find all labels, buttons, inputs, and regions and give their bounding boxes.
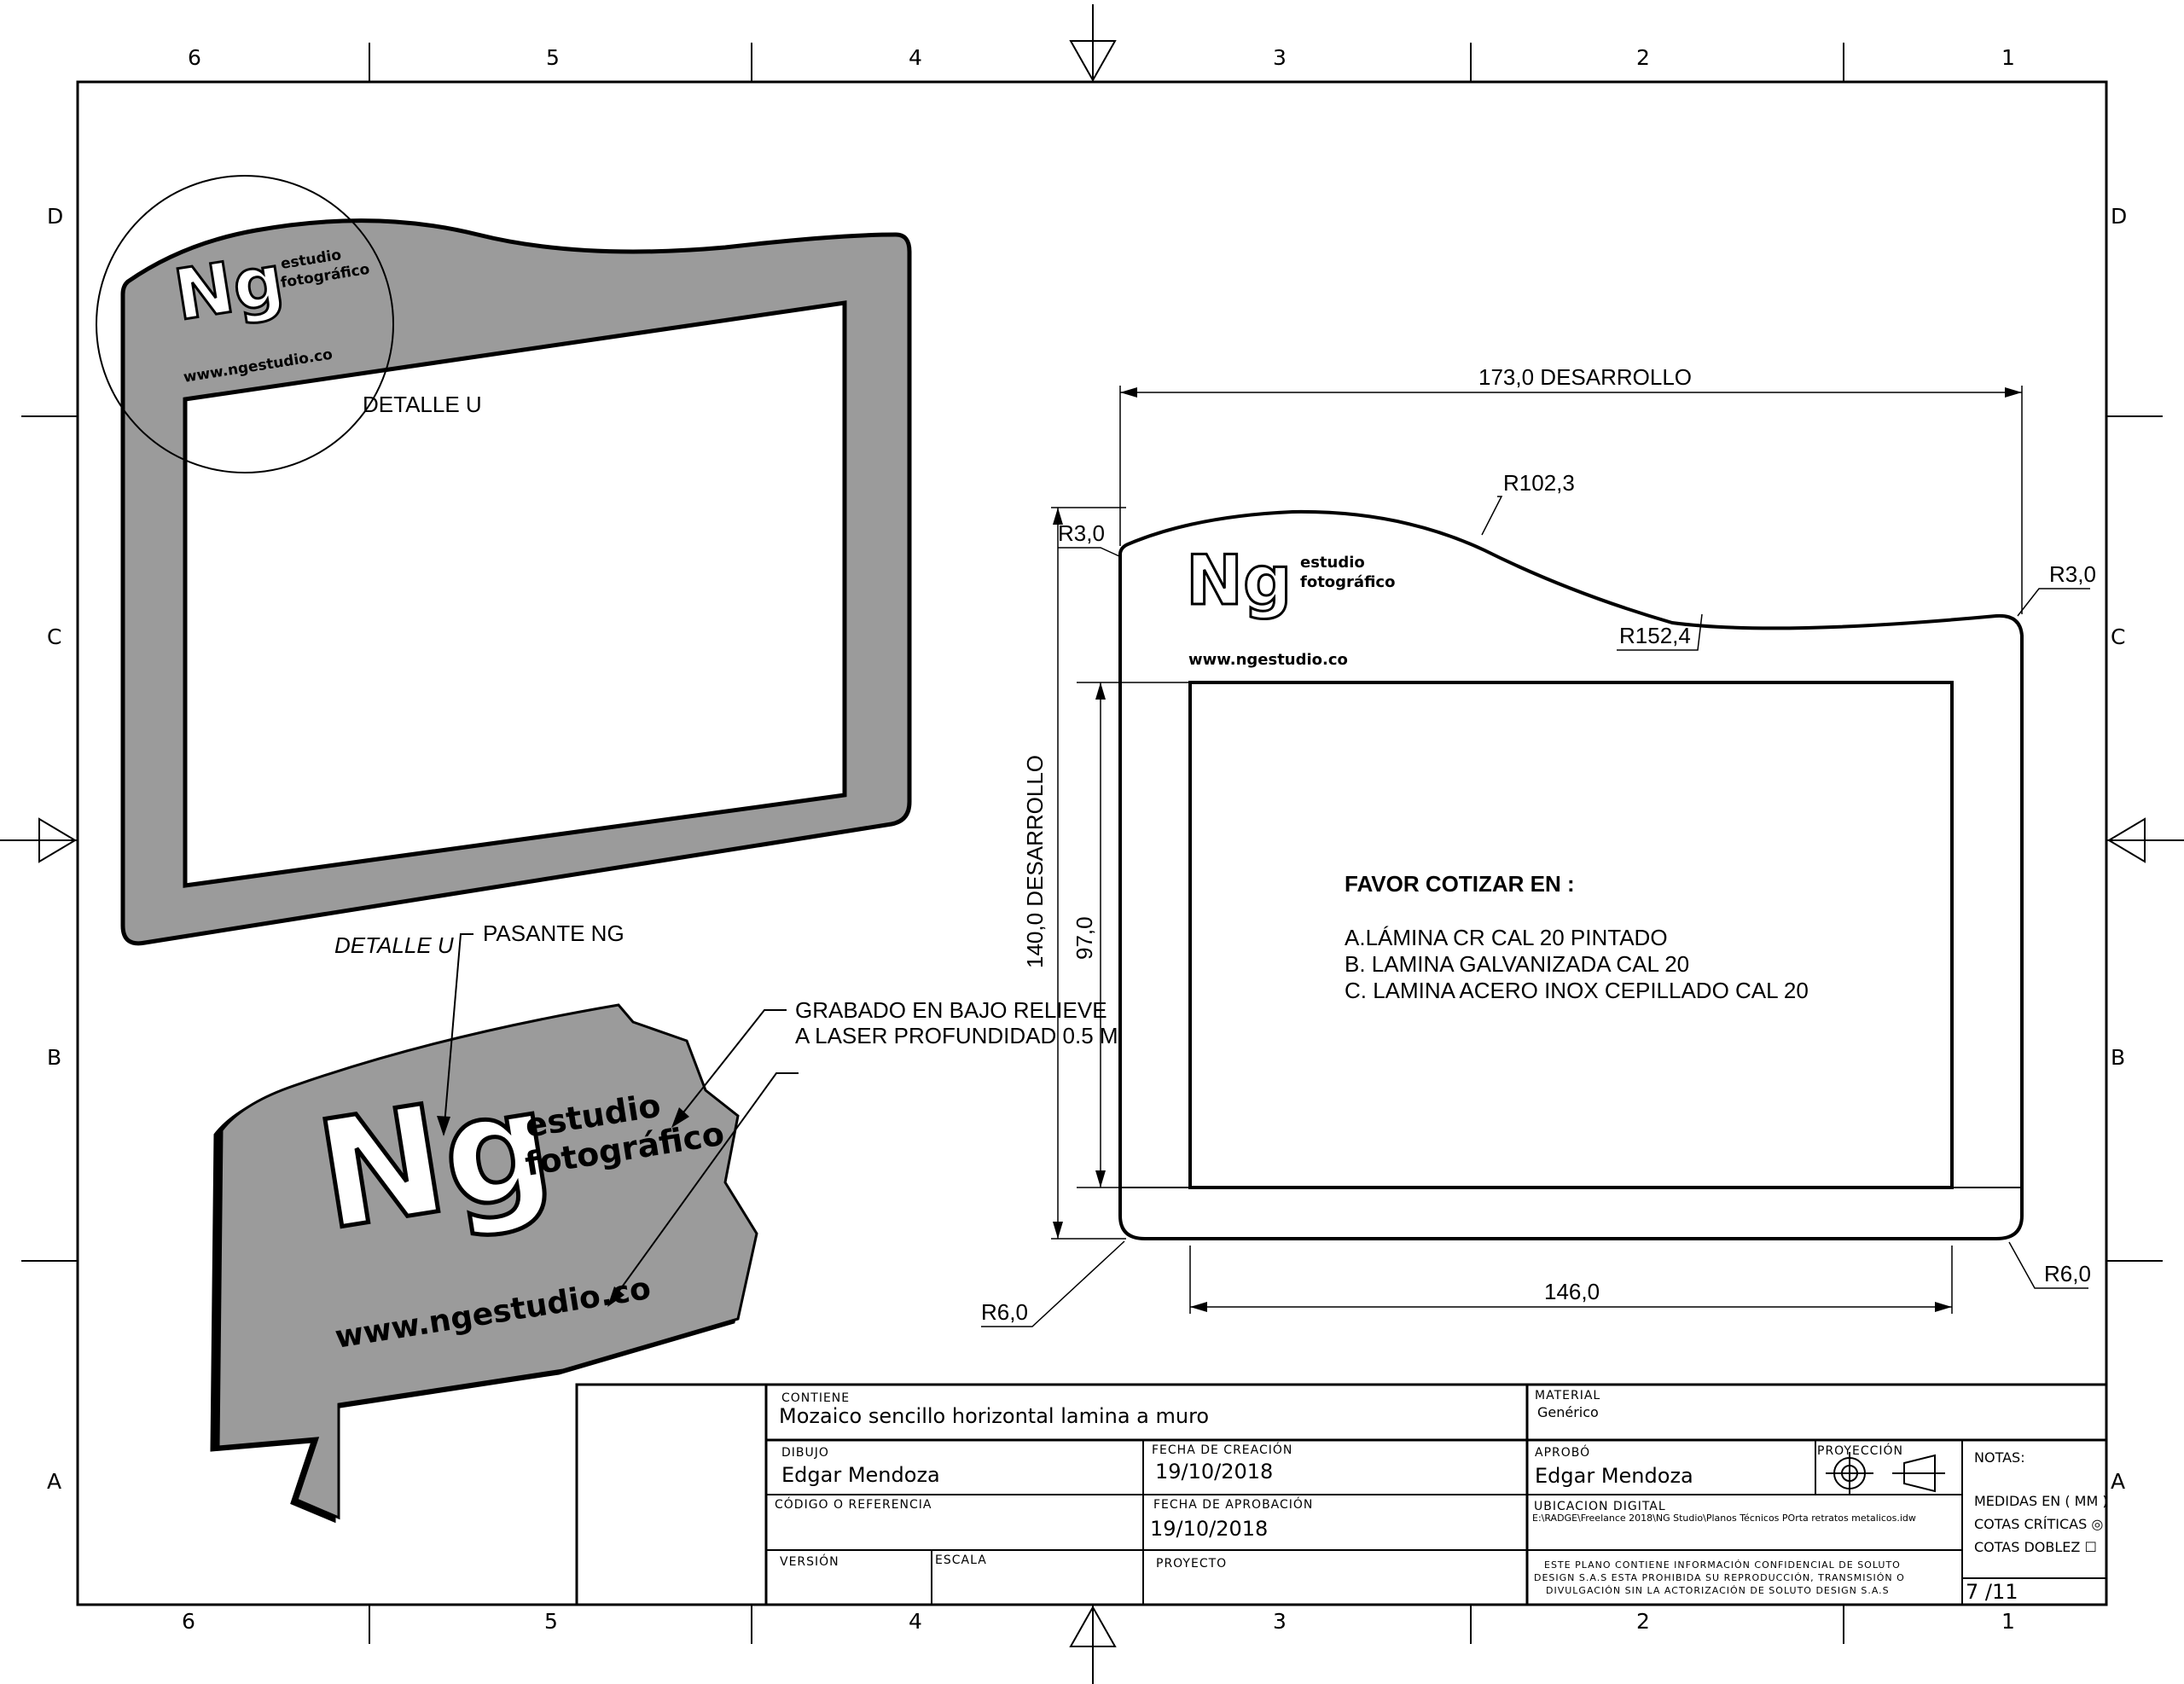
zone-row-d-left: D bbox=[47, 204, 63, 229]
front-logo-line2: fotográfico bbox=[1300, 573, 1395, 591]
notes-heading: FAVOR COTIZAR EN : bbox=[1345, 871, 1575, 897]
centering-arrows bbox=[38, 40, 2146, 1647]
radius-bl: R6,0 bbox=[981, 1299, 1028, 1325]
dim-width: 173,0 DESARROLLO bbox=[1478, 364, 1692, 390]
callout-grabado-arrow-1 bbox=[671, 1107, 689, 1128]
front-dimension-arrows bbox=[1053, 387, 2022, 1312]
callout-grabado-text-2: A LASER PROFUNDIDAD 0.5 MM bbox=[795, 1023, 1136, 1048]
tb-material-value: Genérico bbox=[1537, 1404, 1599, 1420]
tb-disclaimer-1: ESTE PLANO CONTIENE INFORMACIÓN CONFIDEN… bbox=[1544, 1559, 1901, 1571]
zone-ticks bbox=[0, 4, 2184, 1684]
zone-col-1-bottom: 1 bbox=[2001, 1609, 2015, 1634]
radius-r152: R152,4 bbox=[1619, 623, 1691, 648]
zone-col-6-top: 6 bbox=[188, 45, 201, 70]
callout-grabado-text-1: GRABADO EN BAJO RELIEVE bbox=[795, 997, 1107, 1023]
tb-aprobo-value: Edgar Mendoza bbox=[1535, 1464, 1693, 1488]
front-logo: Ng estudio fotográfico www.ngestudio.co bbox=[1185, 540, 1396, 670]
zone-row-a-left: A bbox=[47, 1469, 61, 1494]
dim-height: 140,0 DESARROLLO bbox=[1022, 755, 1048, 968]
front-view: Ng estudio fotográfico www.ngestudio.co bbox=[981, 364, 2096, 1327]
tb-dibujo-value: Edgar Mendoza bbox=[781, 1463, 940, 1487]
zone-col-1-top: 1 bbox=[2001, 45, 2015, 70]
zone-row-c-left: C bbox=[47, 624, 61, 649]
zone-col-4-bottom: 4 bbox=[909, 1609, 922, 1634]
tb-ubicacion-value: E:\RADGE\Freelance 2018\NG Studio\Planos… bbox=[1532, 1513, 1916, 1524]
tb-cotas-doblez: COTAS DOBLEZ ☐ bbox=[1974, 1539, 2097, 1555]
zone-row-b-right: B bbox=[2111, 1045, 2125, 1070]
detail-title: DETALLE U bbox=[334, 932, 454, 958]
callout-pasante-text: PASANTE NG bbox=[483, 920, 624, 946]
projection-symbol-icon bbox=[1826, 1452, 1945, 1495]
notes-line-b: B. LAMINA GALVANIZADA CAL 20 bbox=[1345, 951, 1689, 977]
tb-fecha-aprobacion-label: FECHA DE APROBACIÓN bbox=[1153, 1496, 1313, 1512]
callout-grabado-leader-2 bbox=[609, 1072, 799, 1304]
zone-col-4-top: 4 bbox=[909, 45, 922, 70]
tb-ubicacion-label: UBICACION DIGITAL bbox=[1534, 1500, 1666, 1513]
zone-row-b-left: B bbox=[47, 1045, 61, 1070]
tb-escala-label: ESCALA bbox=[935, 1553, 987, 1567]
tb-proyeccion-label: PROYECCIÓN bbox=[1817, 1443, 1903, 1458]
callout-pasante-arrow bbox=[437, 1116, 450, 1136]
radius-br: R6,0 bbox=[2044, 1261, 2091, 1286]
zone-row-a-right: A bbox=[2111, 1469, 2125, 1494]
iso-view: Ng estudio fotográfico www.ngestudio.co … bbox=[96, 175, 912, 946]
zone-col-2-bottom: 2 bbox=[1636, 1609, 1650, 1634]
notes-line-a: A.LÁMINA CR CAL 20 PINTADO bbox=[1345, 925, 1668, 950]
dim-window-width: 146,0 bbox=[1544, 1279, 1600, 1304]
zone-row-d-right: D bbox=[2111, 204, 2127, 229]
tb-notas-label: NOTAS: bbox=[1974, 1449, 2025, 1466]
tb-contiene-label: CONTIENE bbox=[781, 1391, 850, 1405]
tb-fecha-creacion-label: FECHA DE CREACIÓN bbox=[1152, 1442, 1292, 1457]
zone-labels: 6 5 4 3 2 1 6 5 4 3 2 1 D C B A D C B A bbox=[47, 45, 2127, 1634]
zone-col-5-bottom: 5 bbox=[544, 1609, 558, 1634]
zone-col-3-bottom: 3 bbox=[1273, 1609, 1287, 1634]
zone-col-6-bottom: 6 bbox=[182, 1609, 195, 1634]
radius-tr: R3,0 bbox=[2049, 561, 2096, 587]
tb-codigo-label: CÓDIGO O REFERENCIA bbox=[775, 1496, 932, 1512]
tb-disclaimer-2: DESIGN S.A.S ESTA PROHIBIDA SU REPRODUCC… bbox=[1534, 1572, 1905, 1583]
front-dimensions bbox=[1051, 386, 2023, 1314]
detail-view: DETALLE U Ng estudio fotográfico www.nge… bbox=[210, 920, 1136, 1524]
tb-sheet-number: 7 /11 bbox=[1966, 1580, 2018, 1604]
front-logo-mark: Ng bbox=[1186, 541, 1292, 620]
zone-col-5-top: 5 bbox=[546, 45, 560, 70]
tb-proyecto-label: PROYECTO bbox=[1156, 1557, 1227, 1571]
callout-grabado-arrow-2 bbox=[607, 1286, 624, 1307]
front-frame-window bbox=[1188, 681, 1954, 1189]
dim-window-height: 97,0 bbox=[1072, 916, 1097, 960]
tb-contiene-value: Mozaico sencillo horizontal lamina a mur… bbox=[779, 1404, 1209, 1428]
callout-pasante-leader bbox=[443, 933, 473, 1135]
tb-fecha-creacion-value: 19/10/2018 bbox=[1155, 1460, 1273, 1484]
tb-fecha-aprobacion-value: 19/10/2018 bbox=[1150, 1517, 1268, 1541]
tb-aprobo-label: APROBÓ bbox=[1535, 1444, 1590, 1460]
detail-plate bbox=[217, 1003, 758, 1520]
callout-grabado-leader-1 bbox=[673, 1009, 787, 1125]
detail-logo-mark: Ng bbox=[307, 1056, 563, 1263]
front-logo-url: www.ngestudio.co bbox=[1188, 651, 1348, 669]
front-logo-line1: estudio bbox=[1300, 554, 1365, 572]
iso-logo: Ng estudio fotográfico www.ngestudio.co bbox=[168, 239, 371, 386]
iso-detail-label: DETALLE U bbox=[363, 392, 482, 417]
radius-leaders bbox=[981, 496, 2090, 1327]
title-block: CONTIENE Mozaico sencillo horizontal lam… bbox=[575, 1383, 2108, 1606]
zone-col-2-top: 2 bbox=[1636, 45, 1650, 70]
iso-detail-circle bbox=[96, 175, 394, 473]
tb-disclaimer-3: DIVULGACIÓN SIN LA ACTORIZACIÓN DE SOLUT… bbox=[1546, 1585, 1890, 1596]
radius-tl: R3,0 bbox=[1058, 520, 1105, 546]
zone-row-c-right: C bbox=[2111, 624, 2125, 649]
notes-line-c: C. LAMINA ACERO INOX CEPILLADO CAL 20 bbox=[1345, 978, 1809, 1003]
tb-cotas-criticas: COTAS CRÍTICAS ◎ bbox=[1974, 1516, 2103, 1532]
tb-version-label: VERSIÓN bbox=[780, 1553, 839, 1569]
iso-frame-window bbox=[183, 300, 847, 888]
tb-medidas: MEDIDAS EN ( MM ) bbox=[1974, 1493, 2108, 1509]
radius-r102: R102,3 bbox=[1503, 470, 1575, 496]
tb-material-label: MATERIAL bbox=[1535, 1389, 1600, 1402]
iso-logo-mark: Ng bbox=[169, 240, 289, 337]
zone-col-3-top: 3 bbox=[1273, 45, 1287, 70]
tb-dibujo-label: DIBUJO bbox=[781, 1446, 829, 1460]
